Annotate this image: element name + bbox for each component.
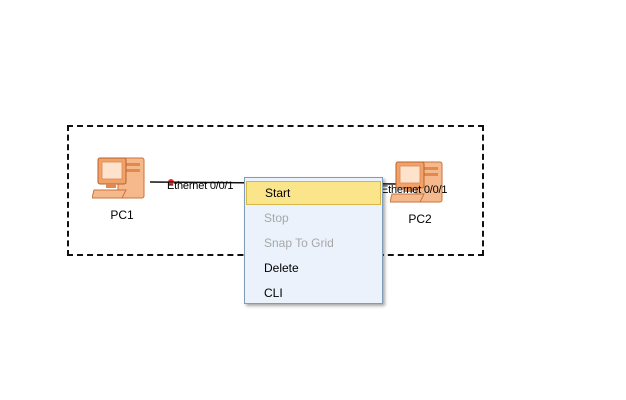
link-port-indicator-pc1 (168, 179, 174, 185)
pc-icon (390, 161, 443, 203)
port-label-pc1: Ethernet 0/0/1 (167, 180, 234, 192)
device-pc1[interactable]: PC1 (92, 152, 152, 226)
menu-item-delete[interactable]: Delete (264, 261, 299, 275)
device-context-menu[interactable]: Start Stop Snap To Grid Delete CLI (244, 177, 383, 304)
device-pc2[interactable]: PC2 (390, 156, 450, 230)
device-label-pc2: PC2 (408, 212, 432, 226)
menu-item-start[interactable]: Start (246, 181, 381, 205)
menu-item-snap-to-grid[interactable]: Snap To Grid (264, 236, 334, 250)
device-label-pc1: PC1 (110, 208, 134, 222)
pc-icon (92, 157, 145, 199)
port-label-pc2: Ethernet 0/0/1 (381, 184, 448, 196)
menu-item-stop[interactable]: Stop (264, 211, 289, 225)
menu-item-cli[interactable]: CLI (264, 286, 283, 300)
